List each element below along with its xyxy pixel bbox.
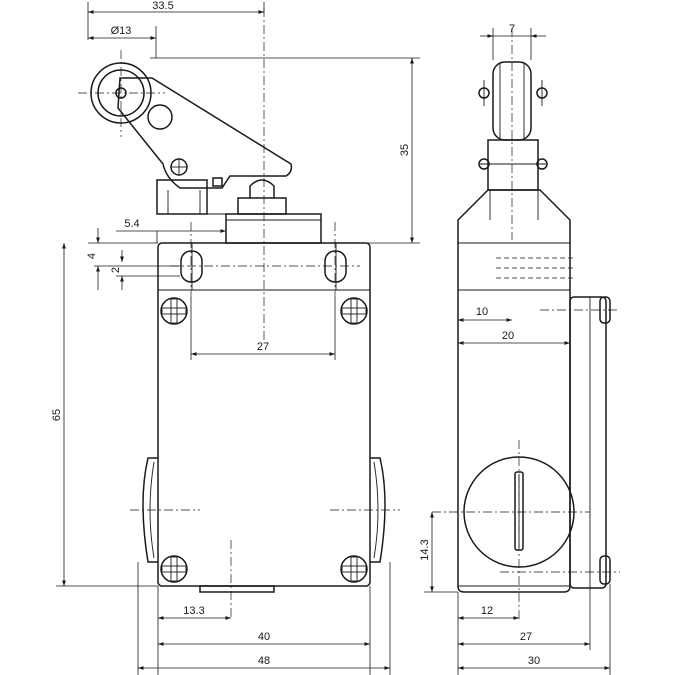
roller-lever-arm (117, 77, 293, 189)
dim-7: 7 (509, 23, 515, 35)
side-body (457, 189, 571, 593)
side-dimensions: 7 10 20 14.3 12 27 30 (419, 23, 611, 675)
switch-head (225, 179, 322, 244)
switch-body (157, 242, 371, 587)
side-lever-stem (478, 139, 548, 191)
dim-35: 35 (399, 144, 411, 156)
side-view: 7 10 20 14.3 12 27 30 (419, 23, 620, 675)
bottom-tab (199, 585, 275, 593)
dim-14-3: 14.3 (419, 539, 431, 560)
dim-20: 20 (502, 330, 514, 342)
dim-13-3: 13.3 (183, 605, 204, 617)
dim-5-4: 5.4 (124, 218, 139, 230)
screw-bottom-left (160, 555, 188, 583)
dim-48: 48 (258, 655, 270, 667)
screw-top-left (160, 297, 188, 325)
dim-33-5: 33.5 (152, 0, 173, 12)
side-plate (569, 296, 611, 589)
dim-12: 12 (481, 605, 493, 617)
dim-10: 10 (476, 306, 488, 318)
screw-top-right (340, 297, 368, 325)
dim-2: 2 (110, 267, 122, 273)
dim-40: 40 (258, 631, 270, 643)
front-dimensions: 33.5 Ø13 35 5.4 4 2 (51, 0, 420, 675)
side-roller (478, 61, 548, 141)
screw-bottom-right (340, 555, 368, 583)
front-view: 33.5 Ø13 35 5.4 4 2 (51, 0, 420, 675)
dim-65: 65 (51, 409, 63, 421)
body-screws (160, 297, 368, 583)
lever-mount (156, 179, 226, 215)
mounting-slots (170, 222, 360, 296)
dim-roller-diameter: Ø13 (111, 25, 132, 37)
lever-roller (78, 50, 165, 137)
dim-27-side: 27 (520, 631, 532, 643)
dim-4: 4 (86, 253, 98, 259)
dim-30: 30 (528, 655, 540, 667)
dim-27-front: 27 (257, 341, 269, 353)
